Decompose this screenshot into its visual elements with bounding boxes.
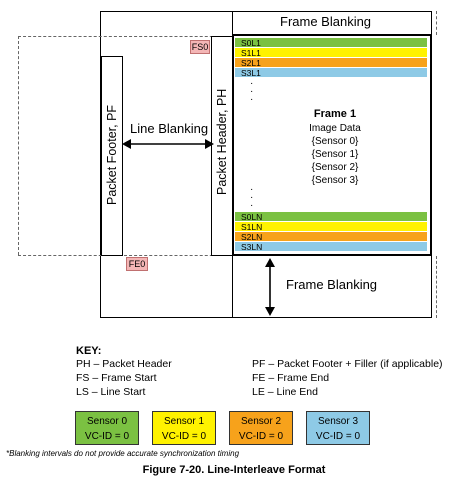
legend-sensor-1: Sensor 1 VC-ID = 0	[152, 411, 216, 445]
packet-header-label: Packet Header, PH	[215, 88, 229, 195]
dashed-guide-top	[18, 36, 233, 37]
ellipsis-dot: ·	[250, 86, 254, 97]
row-s1l1: S1L1	[235, 48, 427, 58]
line-blanking-arrow	[122, 139, 214, 149]
key-item: PF – Packet Footer + Filler (if applicab…	[252, 358, 443, 370]
ellipsis-dot: ·	[250, 94, 254, 105]
frame-start-box: FS0	[190, 40, 210, 54]
key-title: KEY:	[76, 345, 102, 357]
row-s1ln: S1LN	[235, 222, 427, 232]
figure-caption: Figure 7-20. Line-Interleave Format	[142, 464, 326, 476]
ellipsis-dot: ·	[250, 78, 254, 89]
line-blanking-label: Line Blanking	[130, 121, 209, 136]
frame-line: {Sensor 0}	[311, 136, 359, 147]
row-s2l1: S2L1	[235, 58, 427, 68]
dashed-guide-left	[18, 36, 19, 255]
legend-sensor-0: Sensor 0 VC-ID = 0	[75, 411, 139, 445]
row-s2ln: S2LN	[235, 232, 427, 242]
image-frame-box	[232, 34, 432, 256]
legend-name: Sensor 0	[86, 416, 128, 427]
key-item: PH – Packet Header	[76, 358, 172, 370]
legend-vc: VC-ID = 0	[161, 431, 207, 442]
ellipsis-dot: ·	[250, 200, 254, 211]
dashed-guide-bottom	[18, 255, 233, 256]
ellipsis-dot: ·	[250, 192, 254, 203]
dashed-guide-right-bottom	[436, 256, 437, 318]
frame-line: {Sensor 3}	[311, 175, 359, 186]
frame-line: {Sensor 1}	[311, 149, 359, 160]
legend-vc: VC-ID = 0	[238, 431, 284, 442]
frame-blanking-arrow	[265, 258, 275, 316]
packet-footer-box	[101, 56, 123, 256]
legend-name: Sensor 3	[317, 416, 359, 427]
legend-name: Sensor 1	[163, 416, 205, 427]
row-s0ln: S0LN	[235, 212, 427, 222]
packet-header-box	[211, 36, 233, 256]
row-s3l1: S3L1	[235, 68, 427, 78]
legend-name: Sensor 2	[240, 416, 282, 427]
legend-vc: VC-ID = 0	[315, 431, 361, 442]
key-item: FE – Frame End	[252, 372, 330, 384]
key-item: FS – Frame Start	[76, 372, 157, 384]
ellipsis-dot: ·	[250, 184, 254, 195]
frame-line: {Sensor 2}	[311, 162, 359, 173]
packet-footer-label: Packet Footer, PF	[105, 104, 119, 205]
legend-sensor-3: Sensor 3 VC-ID = 0	[306, 411, 370, 445]
legend-vc: VC-ID = 0	[84, 431, 130, 442]
frame-title: Frame 1	[313, 108, 357, 120]
dashed-guide-right-top	[436, 11, 437, 35]
frame-line: Image Data	[309, 123, 361, 134]
frame-blanking-bottom-label: Frame Blanking	[286, 277, 378, 292]
frame-end-box: FE0	[126, 257, 148, 271]
legend-sensor-2: Sensor 2 VC-ID = 0	[229, 411, 293, 445]
row-s3ln: S3LN	[235, 242, 427, 252]
footnote: *Blanking intervals do not provide accur…	[6, 449, 240, 458]
frame-blanking-top-label: Frame Blanking	[280, 14, 372, 29]
key-item: LE – Line End	[252, 386, 318, 398]
row-s0l1: S0L1	[235, 38, 427, 48]
key-item: LS – Line Start	[76, 386, 146, 398]
